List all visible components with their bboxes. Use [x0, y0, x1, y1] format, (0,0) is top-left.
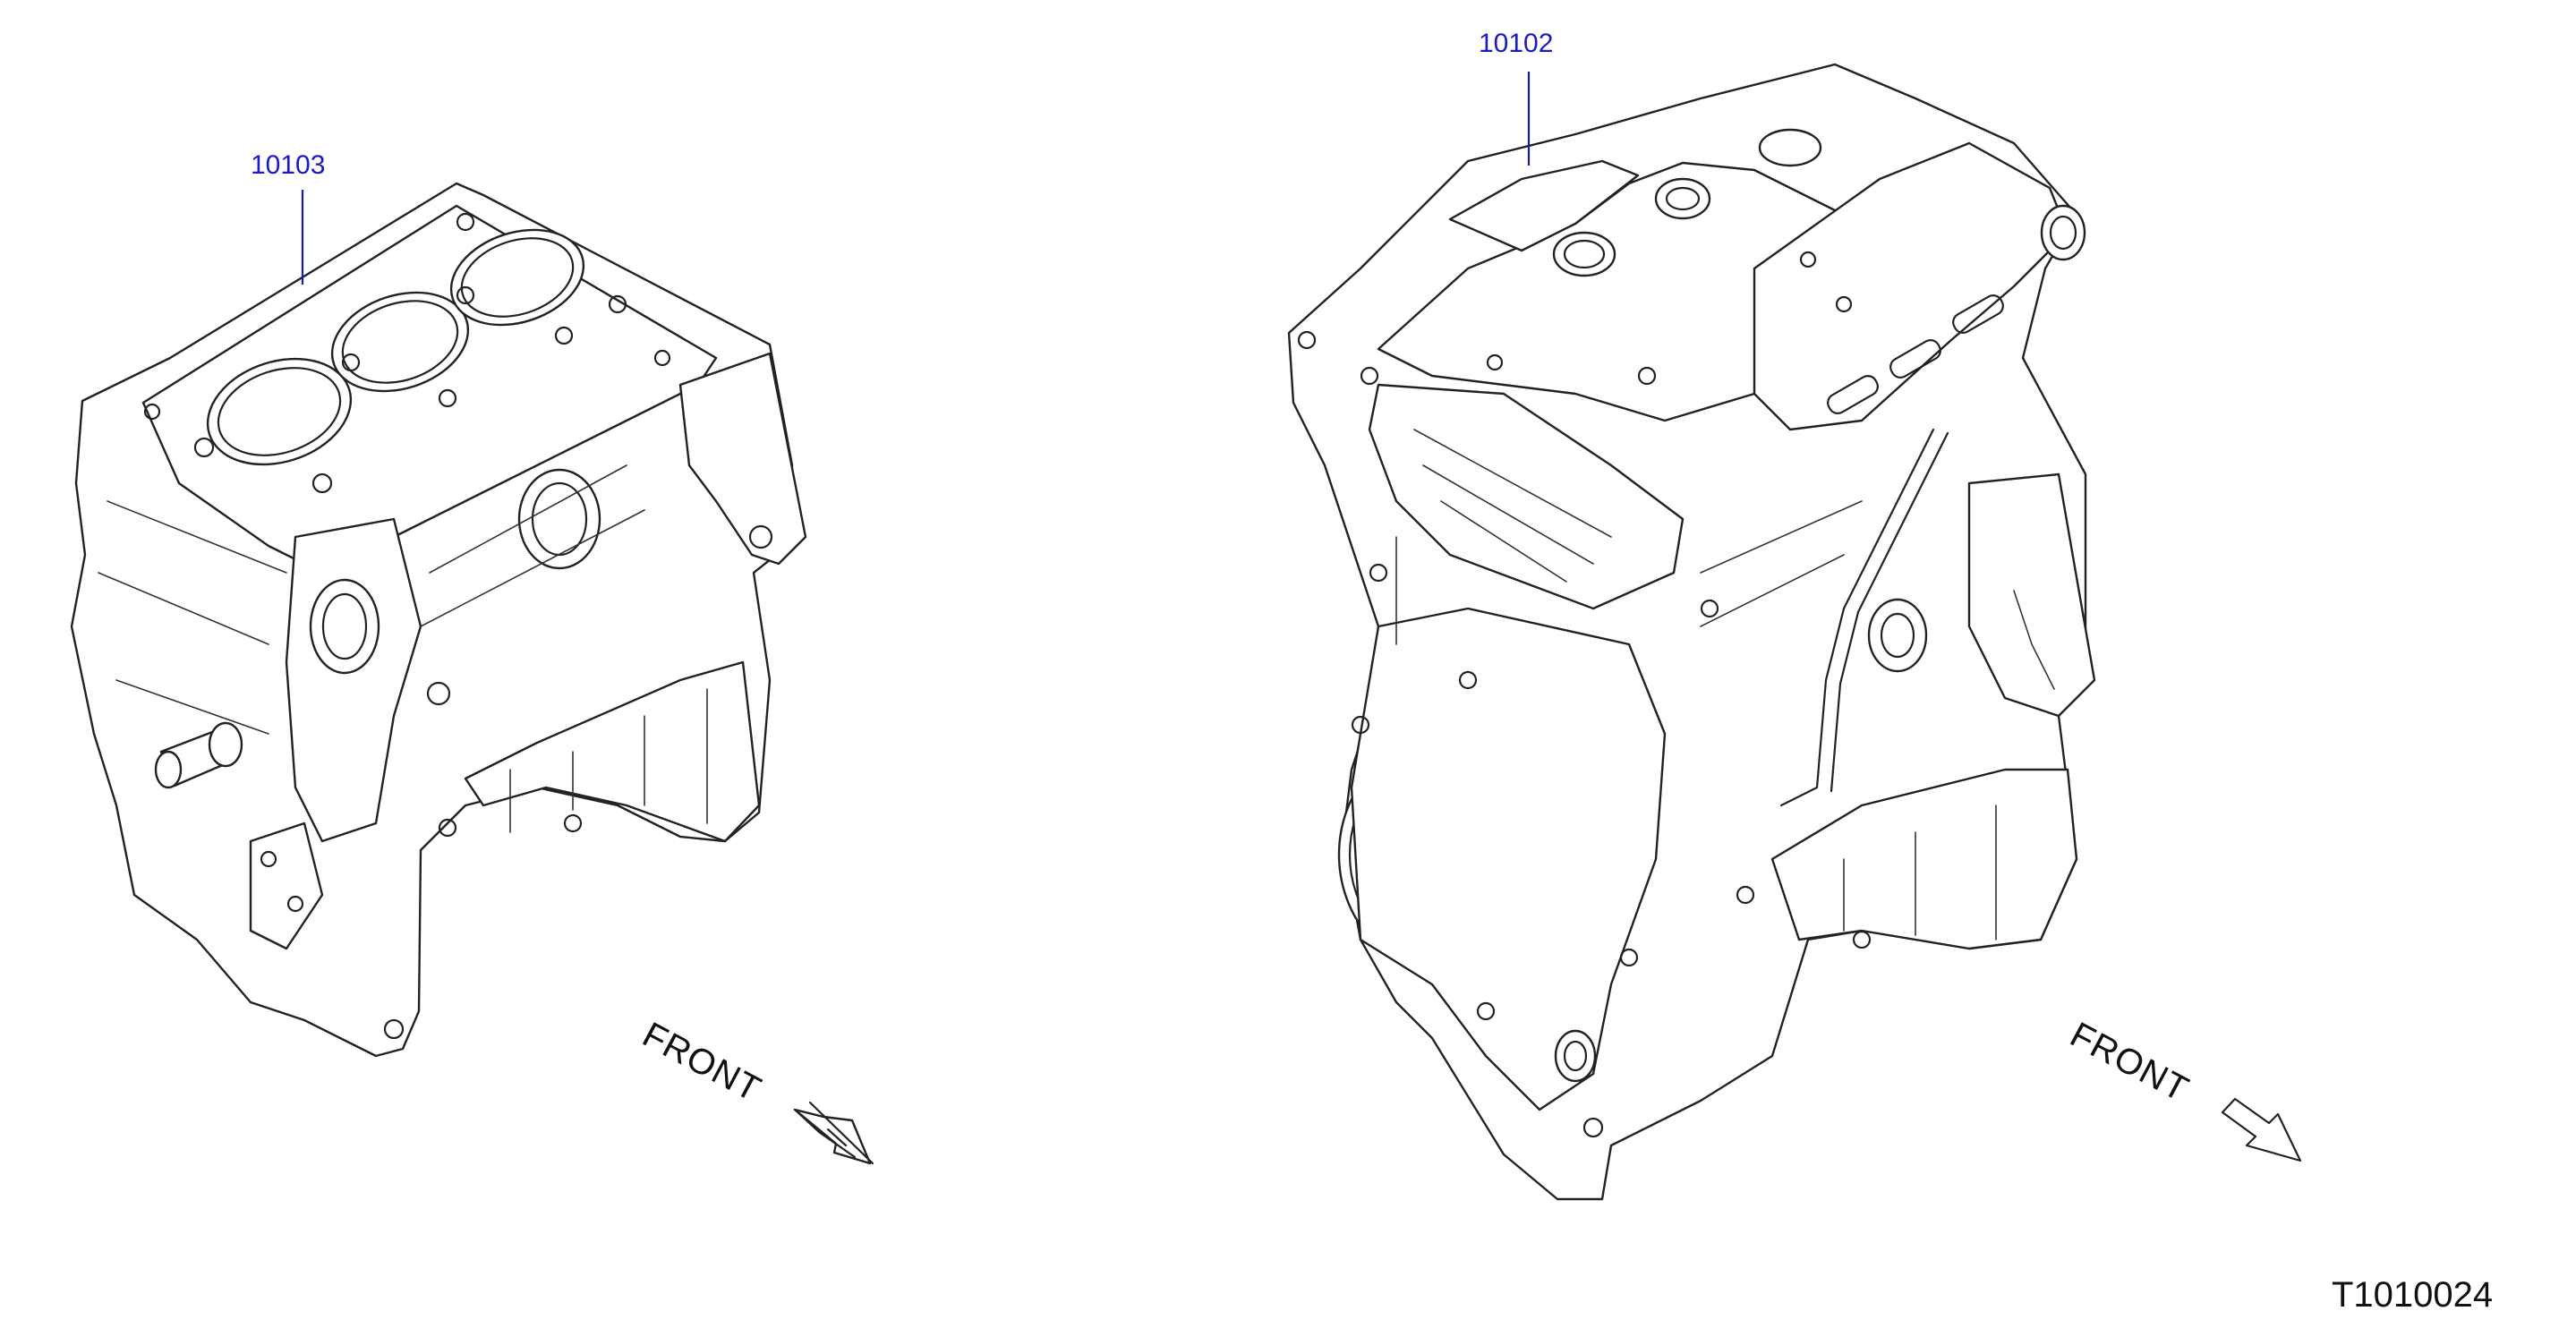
callout-block[interactable]: 10103	[251, 150, 325, 285]
engine-ribs	[1395, 500, 1997, 941]
figure-code: T1010024	[2332, 1275, 2493, 1315]
block-oil-pan	[464, 660, 761, 843]
block-rear-flange	[678, 352, 807, 566]
dipstick-tube	[1779, 428, 1935, 807]
front-seal	[1554, 1029, 1597, 1083]
engine-bolts	[1297, 251, 1872, 1138]
oil-filler	[1552, 231, 1616, 277]
intake-manifold	[1753, 141, 2069, 431]
block-front-bore	[309, 578, 380, 675]
callout-engine-label: 10102	[1479, 29, 1553, 58]
engine-assembly-illustration[interactable]	[1287, 63, 2096, 1201]
block-deck	[141, 204, 718, 575]
rear-plate	[1967, 472, 2096, 718]
cylinder-block-illustration[interactable]	[70, 182, 807, 1058]
exhaust-heat-shield	[1368, 383, 1685, 610]
flywheel-teeth	[2013, 590, 2055, 690]
engine-oil-pan	[1770, 768, 2078, 950]
crankshaft-snout	[154, 721, 243, 789]
front-label-right: FRONT	[2064, 1015, 2196, 1110]
valve-cover-top	[1448, 159, 1640, 252]
block-lower-details	[249, 681, 583, 1040]
bore-1	[206, 357, 353, 466]
deck-bolt-holes	[143, 212, 671, 494]
heat-shield-ribs	[1413, 429, 1612, 583]
front-arrow-right	[2221, 1097, 2302, 1162]
throttle-body	[2040, 204, 2086, 261]
callout-block-label: 10103	[251, 150, 325, 180]
bore-1-inner	[217, 367, 342, 456]
front-indicator-right: FRONT	[2064, 1015, 2302, 1162]
block-ribs	[98, 464, 708, 833]
front-label-left: FRONT	[636, 1015, 768, 1110]
bore-3-inner	[460, 237, 575, 318]
bore-2	[330, 291, 470, 393]
intake-runners	[1827, 294, 2004, 414]
cylinder-bores	[206, 228, 585, 466]
spark-plug-well-1	[1654, 177, 1711, 220]
callout-engine[interactable]: 10102	[1479, 29, 1553, 166]
thermostat-housing	[1867, 598, 1928, 673]
timing-cover	[1350, 607, 1667, 1111]
front-indicator-left: FRONT	[636, 1015, 874, 1165]
front-arrow-left	[793, 1108, 872, 1165]
oil-cap	[1758, 128, 1822, 167]
